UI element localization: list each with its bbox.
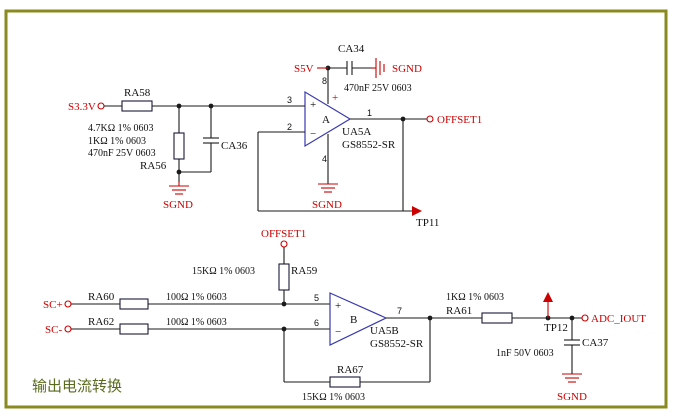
offset1-port-circle (426, 115, 434, 123)
ra60-value: 100Ω 1% 0603 (166, 292, 227, 303)
ua5a-part: GS8552-SR (342, 139, 396, 151)
ground-icon (372, 58, 385, 78)
ra62-value: 100Ω 1% 0603 (166, 317, 227, 328)
opamp-b-plus: + (335, 300, 341, 312)
ra60-ref: RA60 (88, 291, 115, 303)
s33v-label: S3.3V (68, 101, 96, 113)
ra56-value: 1KΩ 1% 0603 (88, 136, 146, 147)
sc-minus-label: SC- (45, 324, 62, 336)
ground-icon (562, 373, 582, 383)
pin-8: 8 (322, 76, 327, 86)
opamp-ua5a (304, 90, 352, 148)
tp12-label: TP12 (544, 322, 568, 334)
resistor-ra67 (329, 376, 361, 388)
pin-1: 1 (367, 108, 372, 118)
ca34-ref: CA34 (338, 43, 365, 55)
ca34-value: 470nF 25V 0603 (344, 83, 412, 94)
pin-6: 6 (314, 318, 319, 328)
ra58-value: 4.7KΩ 1% 0603 (88, 123, 153, 134)
offset1-label: OFFSET1 (261, 228, 306, 240)
ca36-value: 470nF 25V 0603 (88, 148, 156, 159)
opamp-b-minus: − (335, 326, 341, 338)
ua5b-ref: UA5B (370, 325, 399, 337)
resistor-ra58 (121, 100, 153, 112)
pin-7: 7 (397, 306, 402, 316)
adc-iout-label: ADC_IOUT (591, 313, 646, 325)
ca37-value: 1nF 50V 0603 (496, 348, 554, 359)
s5v-label: S5V (294, 63, 314, 75)
pin-2: 2 (287, 122, 292, 132)
opamp-a-plus: + (310, 99, 316, 111)
sgnd-label: SGND (557, 391, 587, 403)
ground-icon (169, 182, 189, 195)
opamp-a-minus: − (310, 128, 316, 140)
resistor-ra62 (119, 323, 149, 335)
resistor-ra61 (481, 312, 513, 324)
ua5a-ref: UA5A (342, 126, 371, 138)
ra56-ref: RA56 (140, 160, 167, 172)
sgnd-label: SGND (392, 63, 422, 75)
sc-plus-label: SC+ (43, 299, 63, 311)
sgnd-label: SGND (312, 199, 342, 211)
opamp-b-unit: B (350, 314, 357, 326)
tp11-label: TP11 (416, 217, 439, 229)
tp12-marker (543, 292, 553, 302)
ra59-value: 15KΩ 1% 0603 (192, 266, 255, 277)
section-title: 输出电流转换 (32, 377, 122, 395)
ra58-ref: RA58 (124, 87, 151, 99)
resistor-ra56 (173, 132, 185, 160)
pin-3: 3 (287, 95, 292, 105)
adc-iout-port-circle (581, 314, 589, 322)
opamp-ua5b (329, 292, 388, 346)
ra59-ref: RA59 (291, 265, 318, 277)
pin-5: 5 (314, 293, 319, 303)
ca36-ref: CA36 (221, 140, 248, 152)
resistor-ra59 (278, 263, 290, 291)
pin-4: 4 (322, 154, 327, 164)
junction-dot (281, 301, 287, 307)
tp11-marker (412, 206, 422, 216)
ra67-ref: RA67 (337, 364, 364, 376)
offset1-label: OFFSET1 (437, 114, 482, 126)
sgnd-label: SGND (163, 199, 193, 211)
junction-dot (427, 315, 433, 321)
ua5b-part: GS8552-SR (370, 338, 424, 350)
ground-icon (318, 183, 338, 193)
ca37-ref: CA37 (582, 337, 609, 349)
ra61-ref: RA61 (446, 305, 472, 317)
junction-dot (176, 169, 182, 175)
ca34-polarity: + (332, 92, 338, 104)
ra61-value: 1KΩ 1% 0603 (446, 292, 504, 303)
opamp-a-unit: A (322, 114, 330, 126)
ra62-ref: RA62 (88, 316, 114, 328)
resistor-ra60 (119, 298, 149, 310)
ra67-value: 15KΩ 1% 0603 (302, 392, 365, 403)
